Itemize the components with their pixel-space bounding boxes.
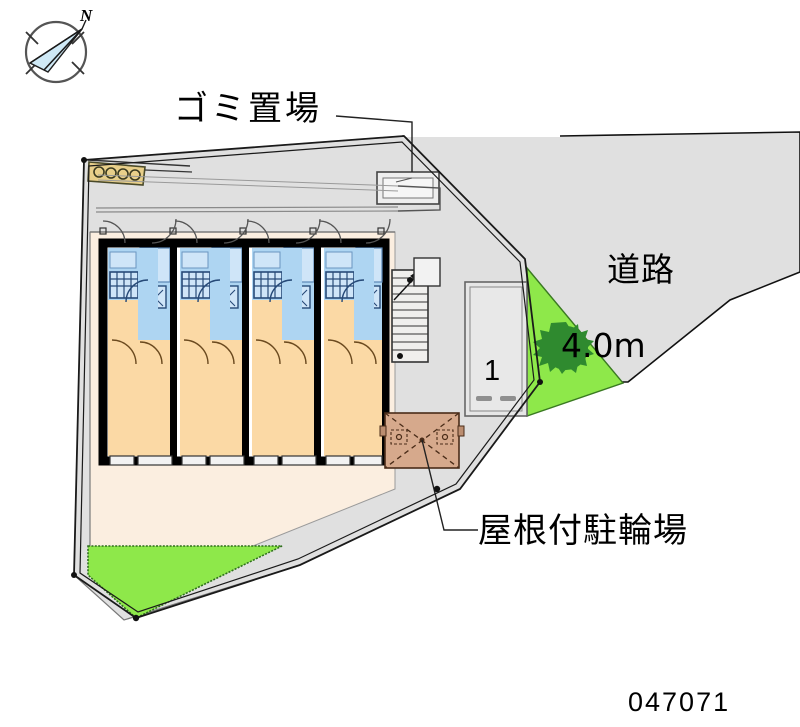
tree-icon bbox=[533, 322, 594, 374]
bicycle-parking-label: 屋根付駐輪場 bbox=[478, 511, 688, 551]
garbage-leader-line bbox=[335, 115, 413, 172]
lawn-north bbox=[526, 266, 625, 417]
meter-box bbox=[87, 159, 193, 186]
unit-pair-1[interactable] bbox=[102, 218, 177, 466]
garbage-area-label: ゴミ置場 bbox=[174, 89, 322, 129]
bike-leader-line bbox=[421, 439, 478, 531]
road-label: 道路 4.0m bbox=[561, 215, 675, 439]
unit-pair-3[interactable] bbox=[246, 218, 321, 466]
north-letter: N bbox=[80, 6, 93, 25]
roof-ridge-lines bbox=[95, 174, 441, 213]
road-width-label: 4.0m bbox=[561, 325, 646, 365]
parking-stall-number: 1 bbox=[484, 355, 501, 387]
unit-pair-2[interactable] bbox=[174, 218, 249, 466]
unit-pair-4[interactable] bbox=[318, 218, 391, 466]
property-code: 047071 bbox=[628, 687, 731, 717]
lawn-south bbox=[87, 545, 283, 619]
stairs[interactable] bbox=[391, 257, 441, 363]
road-label-name: 道路 bbox=[606, 249, 675, 289]
parking-stall-1[interactable] bbox=[464, 281, 528, 417]
compass-rose-icon bbox=[24, 19, 88, 84]
site-boundary bbox=[71, 135, 543, 622]
